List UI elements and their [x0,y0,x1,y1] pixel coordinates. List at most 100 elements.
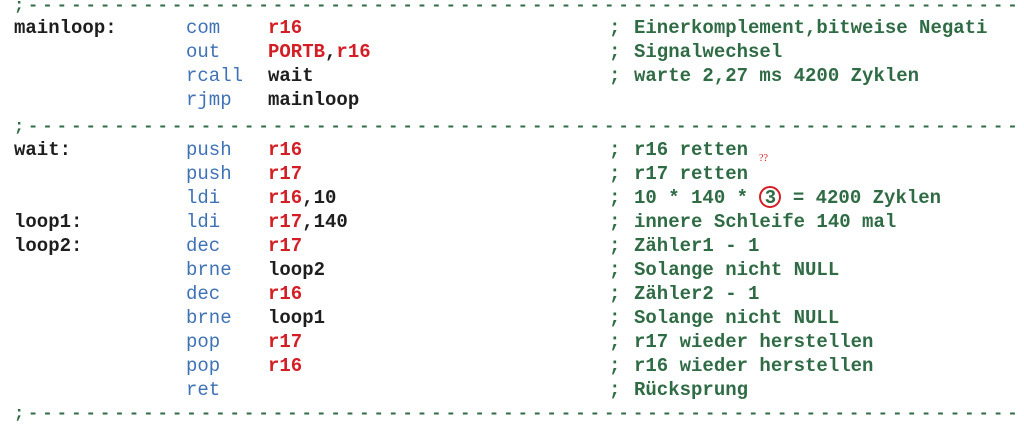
code-line: pop r16 ; r16 wieder herstellen [0,354,1024,378]
comment-prefix: ; [609,139,621,161]
operands: r16 [268,138,302,162]
comment: Zähler1 - 1 [634,235,760,257]
comment: Solange nicht NULL [634,307,840,329]
opcode: dec [186,235,221,257]
operands: r17,140 [268,210,348,234]
comment-text: 10 * 140 * [634,187,760,209]
operand-text: mainloop [268,89,360,111]
code-line: dec r16 ; Zähler2 - 1 [0,282,1024,306]
comment: Rücksprung [634,379,749,401]
opcode: ret [186,379,221,401]
comment-prefix: ; [609,211,621,233]
opcode: pop [186,355,221,377]
comment: r17 wieder herstellen [634,331,874,353]
opcode: rcall [186,65,244,87]
operands: r17 [268,234,302,258]
comment-prefix: ; [609,65,621,87]
comment-prefix: ; [609,41,621,63]
separator-line: ; [14,121,1024,135]
comment: warte 2,27 ms 4200 Zyklen [634,65,920,87]
register: r16 [268,283,303,305]
opcode: push [186,139,232,161]
code-line: ldi r16,10 ; 10 * 140 * 3 = 4200 Zyklen [0,186,1024,210]
comment: r17 retten [634,163,749,185]
register: r16 [268,355,303,377]
comment: Solange nicht NULL [634,259,840,281]
register: r17 [268,163,303,185]
comment: Zähler2 - 1 [634,283,760,305]
register: r16 [336,41,371,63]
comment: r16 retten [634,139,749,161]
register: r17 [268,331,303,353]
comment-prefix: ; [609,187,621,209]
question-annotation: ?? [759,153,768,164]
register: r16 [268,187,303,209]
operands: wait [268,64,314,88]
operand-text: ,10 [302,187,337,209]
comment-text: = 4200 Zyklen [781,187,942,209]
operand-text: loop2 [268,259,326,281]
operand-text: loop1 [268,307,326,329]
comment-prefix: ; [609,379,621,401]
opcode: ldi [186,187,221,209]
opcode: dec [186,283,221,305]
comment: Einerkomplement,bitweise Negati [634,17,988,39]
comment-prefix: ; [609,355,621,377]
operand-text: wait [268,65,314,87]
opcode: brne [186,307,232,329]
operands: mainloop [268,88,359,112]
code-line: rcall wait ; warte 2,27 ms 4200 Zyklen [0,64,1024,88]
operands: r16 [268,354,302,378]
opcode: rjmp [186,89,232,111]
code-line: mainloop: com r16 ; Einerkomplement,bitw… [0,16,1024,40]
register: PORTB [268,41,326,63]
comment: innere Schleife 140 mal [634,211,897,233]
operands: r16 [268,16,302,40]
register: r17 [268,235,303,257]
comment: r16 wieder herstellen [634,355,874,377]
code-label: mainloop: [14,17,117,39]
operands: PORTB,r16 [268,40,371,64]
code-line: pop r17 ; r17 wieder herstellen [0,330,1024,354]
operands: loop2 [268,258,325,282]
comment-prefix: ; [609,17,621,39]
operand-text: , [325,41,337,63]
opcode: pop [186,331,221,353]
code-line: push r17 ; r17 retten [0,162,1024,186]
operands: r16 [268,282,302,306]
separator-line: ; [14,408,1024,422]
code-label: loop2: [14,235,83,257]
register: r16 [268,139,303,161]
code-line: rjmp mainloop [0,88,1024,112]
operands: r16,10 [268,186,336,210]
comment-prefix: ; [609,331,621,353]
comment-prefix: ; [609,307,621,329]
opcode: com [186,17,221,39]
register: r16 [268,17,303,39]
code-line: ret ; Rücksprung [0,378,1024,402]
comment-prefix: ; [609,163,621,185]
code-line: out PORTB,r16 ; Signalwechsel [0,40,1024,64]
separator-line: ; [14,0,1024,14]
comment-prefix: ; [609,235,621,257]
code-line: loop1: ldi r17,140 ; innere Schleife 140… [0,210,1024,234]
comment: Signalwechsel [634,41,783,63]
code-line: wait: push r16 ; r16 retten [0,138,1024,162]
code-line: brne loop2 ; Solange nicht NULL [0,258,1024,282]
operands: r17 [268,162,302,186]
opcode: ldi [186,211,221,233]
code-line: brne loop1 ; Solange nicht NULL [0,306,1024,330]
circled-number: 3 [759,186,782,208]
comment: 10 * 140 * 3 = 4200 Zyklen [634,186,941,210]
opcode: brne [186,259,232,281]
comment-prefix: ; [609,259,621,281]
opcode: out [186,41,221,63]
code-line: loop2: dec r17 ; Zähler1 - 1 [0,234,1024,258]
code-label: wait: [14,139,72,161]
operands: loop1 [268,306,325,330]
comment-prefix: ; [609,283,621,305]
code-label: loop1: [14,211,83,233]
opcode: push [186,163,232,185]
operand-text: ,140 [302,211,348,233]
